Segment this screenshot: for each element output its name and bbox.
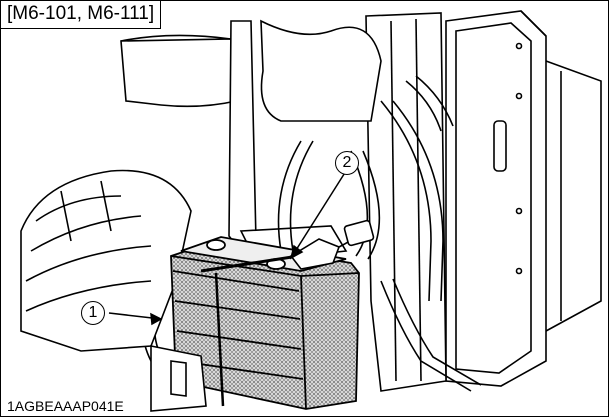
lower-bracket <box>150 345 207 412</box>
callout-1: 1 <box>81 301 105 325</box>
tire <box>20 169 192 352</box>
terminal-cable <box>289 219 375 270</box>
callout-leaders <box>108 170 347 326</box>
right-frame-panel <box>445 10 602 387</box>
callout-2: 2 <box>335 151 359 175</box>
figure-code: 1AGBEAAAP041E <box>5 398 126 414</box>
model-label: [M6-101, M6-111] <box>1 1 162 29</box>
